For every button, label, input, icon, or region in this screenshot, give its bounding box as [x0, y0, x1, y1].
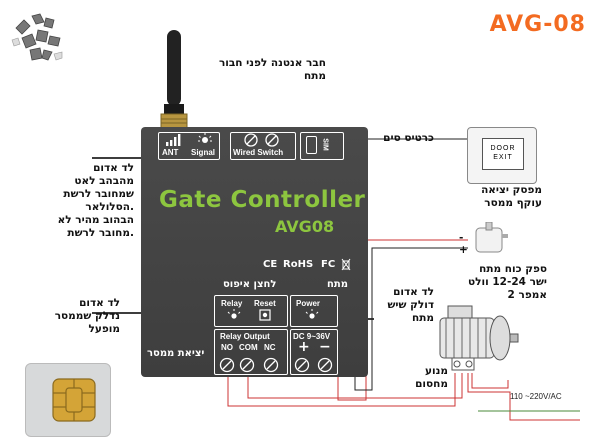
- motor-note: מנוע מחסום: [415, 365, 448, 390]
- exit-switch-note: מפסק יציאה עוקף ממסר: [481, 184, 542, 209]
- switch-terminal-left: [244, 133, 258, 147]
- com-label: COM: [239, 343, 258, 352]
- sim-card-illustration: [25, 363, 111, 437]
- signal-panel: [158, 132, 220, 160]
- dc-label: DC 9~36V: [293, 332, 331, 341]
- minus-sign: −: [319, 339, 331, 355]
- power-led-icon: [305, 309, 319, 319]
- psu-note: ספק כוח מתח ישר 12-24 וולט 2 אמפר: [468, 263, 547, 301]
- sim-chip-icon: [52, 378, 96, 422]
- relay-led-note: לד אדום נדלק שממסר מופעל: [54, 297, 120, 335]
- relay-label: Relay: [221, 299, 243, 308]
- ant-label: ANT: [162, 148, 179, 157]
- wired-switch-panel: [230, 132, 296, 160]
- sim-label: SIM: [321, 138, 329, 151]
- no-label: NO: [221, 343, 233, 352]
- exit-label: EXIT: [493, 154, 513, 161]
- signal-bars-icon: [166, 134, 181, 146]
- power-panel: [290, 295, 338, 327]
- model-title: AVG-08: [489, 12, 586, 37]
- relay-reset-panel: [214, 295, 288, 327]
- exit-button: DOOR EXIT: [482, 138, 524, 170]
- exit-switch: DOOR EXIT: [467, 127, 537, 184]
- relay-output-panel: [214, 329, 288, 375]
- dc-panel: [290, 329, 338, 375]
- signal-label: Signal: [191, 148, 216, 157]
- gate-controller-device: ANT Signal Wired Switch SIM Gate Control…: [141, 127, 368, 377]
- relay-output-hebrew: יציאת ממסר: [147, 348, 205, 359]
- switch-terminal-right: [265, 133, 279, 147]
- relay-output-label: Relay Output: [220, 332, 270, 341]
- sim-panel: [300, 132, 344, 160]
- signal-led-note: לד אדום מהבהב לאט שמחובר לרשת הסלולאר. ה…: [57, 162, 134, 239]
- relay-led-icon: [227, 309, 241, 319]
- globe-logo: [11, 13, 63, 61]
- mains-label: 110 ~220V/AC: [510, 392, 562, 401]
- power-heading-hebrew: מתח: [327, 279, 348, 290]
- psu-adapter-icon: [475, 222, 508, 253]
- wired-switch-label: Wired Switch: [233, 148, 284, 157]
- signal-led-icon: [198, 133, 212, 143]
- antenna-icon: [160, 30, 188, 129]
- sim-slot-icon: [306, 136, 317, 154]
- reset-label: Reset: [254, 299, 276, 308]
- reset-heading-hebrew: לחצן איפוס: [223, 279, 277, 290]
- antenna-note: חבר אנטנה לפני חבור מתח: [218, 57, 326, 82]
- sim-card-note: כרטיס סים: [383, 132, 434, 144]
- weee-bin-icon: [341, 258, 351, 271]
- motor-icon: [439, 305, 519, 371]
- nc-label: NC: [264, 343, 276, 352]
- door-label: DOOR: [490, 145, 516, 152]
- psu-minus: -: [459, 232, 464, 244]
- terminal-block: [219, 357, 333, 373]
- reset-button-icon: [259, 309, 271, 321]
- ce-mark: CE: [263, 259, 278, 270]
- rohs-mark: RoHS: [283, 259, 314, 270]
- device-model: AVG08: [275, 217, 335, 236]
- power-label: Power: [296, 299, 321, 308]
- plus-sign: +: [298, 339, 310, 355]
- power-led-note: לד אדום דולק שיש מתח: [387, 286, 434, 324]
- fc-mark: FC: [321, 259, 336, 270]
- psu-plus: +: [459, 244, 468, 256]
- device-title: Gate Controller: [159, 187, 366, 213]
